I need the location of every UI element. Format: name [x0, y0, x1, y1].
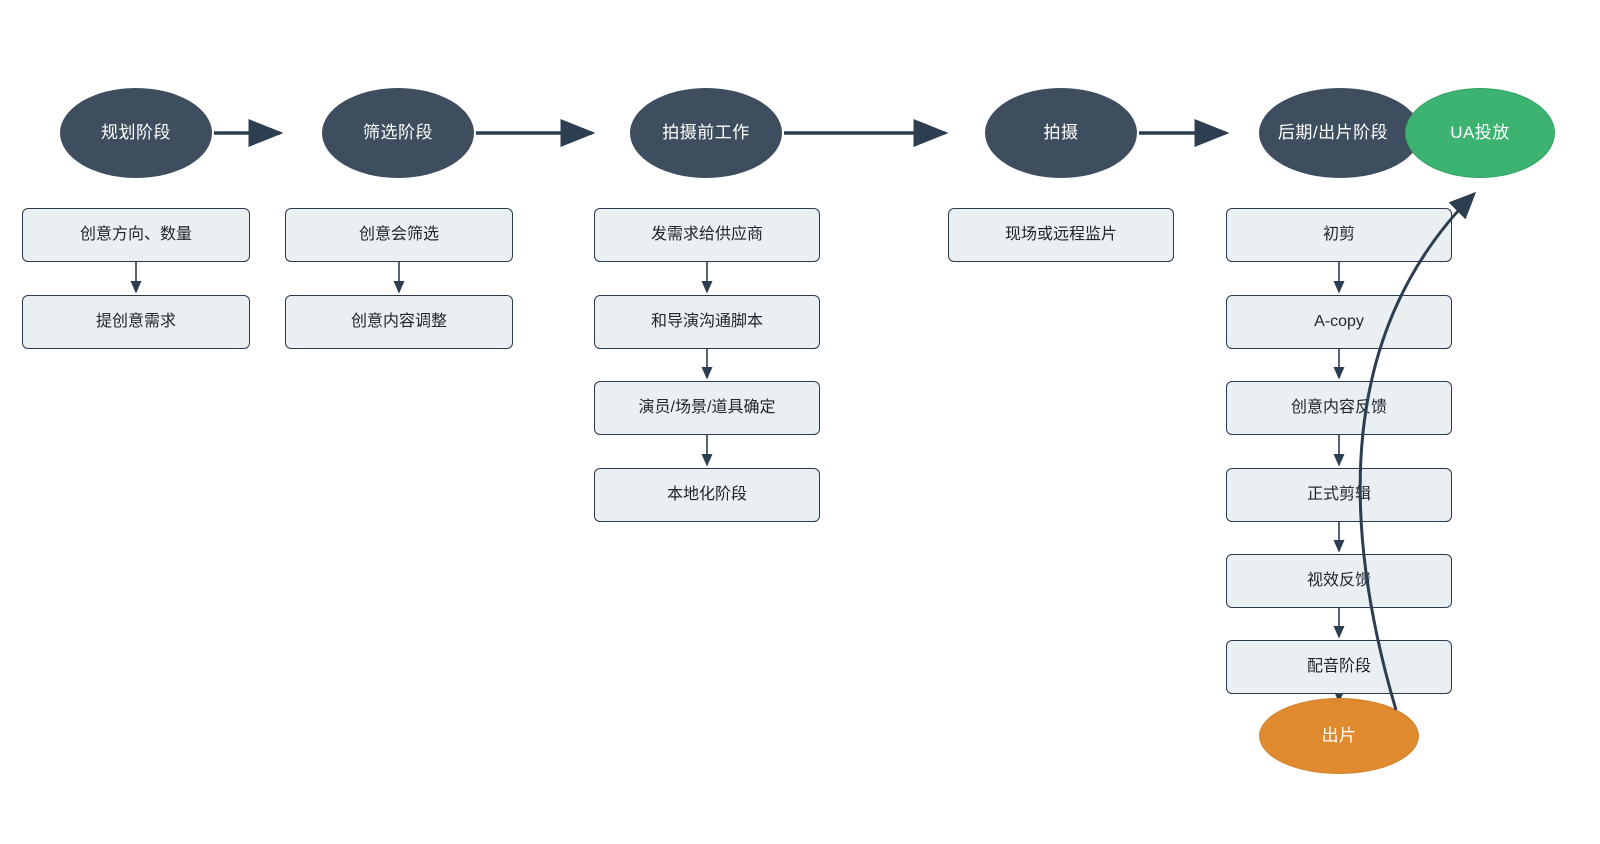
stage-label: 拍摄	[1043, 123, 1079, 143]
task-label: 本地化阶段	[666, 486, 747, 503]
task-box[interactable]: 配音阶段	[1226, 640, 1452, 694]
task-label: 创意会筛选	[358, 226, 439, 243]
task-label: 创意方向、数量	[79, 226, 192, 243]
stage-label: 后期/出片阶段	[1277, 123, 1389, 143]
task-box[interactable]: A-copy	[1226, 295, 1452, 349]
stage-label: 规划阶段	[101, 123, 171, 143]
terminal-node-ua-delivery[interactable]: UA投放	[1405, 88, 1555, 178]
stage-node-shooting[interactable]: 拍摄	[985, 88, 1137, 178]
task-box[interactable]: 现场或远程监片	[948, 208, 1174, 262]
task-box[interactable]: 初剪	[1226, 208, 1452, 262]
stage-node-screening[interactable]: 筛选阶段	[322, 88, 474, 178]
task-label: 发需求给供应商	[650, 226, 763, 243]
task-label: 视效反馈	[1306, 572, 1371, 589]
task-label: 现场或远程监片	[1004, 226, 1117, 243]
task-box[interactable]: 演员/场景/道具确定	[594, 381, 820, 435]
terminal-node-output[interactable]: 出片	[1259, 698, 1419, 774]
terminal-label: 出片	[1321, 726, 1357, 746]
task-box[interactable]: 本地化阶段	[594, 468, 820, 522]
task-box[interactable]: 正式剪辑	[1226, 468, 1452, 522]
task-label: 创意内容反馈	[1290, 399, 1387, 416]
stage-node-post-production[interactable]: 后期/出片阶段	[1259, 88, 1421, 178]
stage-label: 筛选阶段	[363, 123, 433, 143]
task-box[interactable]: 创意内容调整	[285, 295, 513, 349]
task-box[interactable]: 发需求给供应商	[594, 208, 820, 262]
stage-node-pre-production[interactable]: 拍摄前工作	[630, 88, 782, 178]
task-label: 和导演沟通脚本	[650, 313, 763, 330]
task-box[interactable]: 视效反馈	[1226, 554, 1452, 608]
task-box[interactable]: 创意内容反馈	[1226, 381, 1452, 435]
stage-label: 拍摄前工作	[662, 123, 750, 143]
task-label: 配音阶段	[1306, 658, 1371, 675]
terminal-label: UA投放	[1450, 123, 1510, 143]
task-label: 正式剪辑	[1306, 486, 1371, 503]
task-label: 演员/场景/道具确定	[638, 399, 776, 416]
stage-node-planning[interactable]: 规划阶段	[60, 88, 212, 178]
arrow-output-to-ua-delivery	[1358, 191, 1477, 711]
task-box[interactable]: 提创意需求	[22, 295, 250, 349]
task-label: 初剪	[1322, 226, 1355, 243]
task-label: A-copy	[1314, 313, 1364, 330]
task-box[interactable]: 创意会筛选	[285, 208, 513, 262]
task-box[interactable]: 创意方向、数量	[22, 208, 250, 262]
task-label: 创意内容调整	[350, 313, 447, 330]
task-box[interactable]: 和导演沟通脚本	[594, 295, 820, 349]
task-label: 提创意需求	[95, 313, 176, 330]
